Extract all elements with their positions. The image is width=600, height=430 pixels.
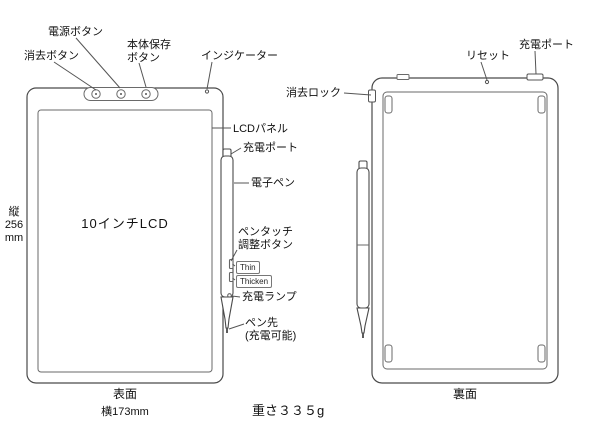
label-save-button: 本体保存 ボタン bbox=[127, 39, 171, 65]
label-indicator: インジケーター bbox=[201, 50, 278, 62]
back-stylus-body bbox=[356, 167, 370, 309]
front-tablet bbox=[26, 87, 224, 384]
stylus-taper bbox=[220, 296, 234, 329]
erase-button-dot bbox=[120, 93, 122, 95]
label-power-button: 電源ボタン bbox=[48, 26, 103, 38]
label-charge-port-back: 充電ポート bbox=[519, 39, 574, 51]
save-button-dot bbox=[145, 93, 147, 95]
erase-lock-switch bbox=[368, 89, 376, 103]
label-pen-adjust-line1: ペンタッチ bbox=[238, 226, 293, 238]
label-weight: 重さ３３５g bbox=[252, 403, 325, 418]
power-button-dot bbox=[95, 93, 97, 95]
label-pen-adjust-line2: 調整ボタン bbox=[238, 239, 293, 251]
leader-charge-lamp bbox=[231, 295, 241, 298]
label-charge-port-front: 充電ポート bbox=[243, 142, 298, 154]
label-lcd-panel: LCDパネル bbox=[233, 123, 289, 135]
label-save-button-line1: 本体保存 bbox=[127, 39, 171, 51]
caption-back-view: 裏面 bbox=[452, 387, 477, 401]
caption-front-view: 表面 bbox=[112, 387, 137, 401]
back-foot-top-left bbox=[384, 95, 393, 114]
leader-pen-tip bbox=[228, 323, 245, 330]
back-foot-top-right bbox=[537, 95, 546, 114]
back-tablet bbox=[368, 73, 559, 384]
leader-lines bbox=[53, 37, 537, 330]
front-stylus bbox=[220, 148, 234, 333]
back-top-detail bbox=[396, 74, 410, 80]
leader-reset bbox=[480, 61, 488, 81]
label-height-line1: 縦 bbox=[8, 206, 20, 218]
label-pen-tip-line1: ペン先 bbox=[245, 317, 278, 329]
leader-erase-lock bbox=[343, 92, 372, 96]
label-width-dimension: 横173mm bbox=[101, 406, 149, 418]
label-charge-lamp: 充電ランプ bbox=[242, 291, 297, 303]
leader-charge-port-back bbox=[534, 50, 537, 75]
stylus-thicken-button bbox=[228, 271, 234, 283]
label-stylus: 電子ペン bbox=[251, 177, 295, 189]
leader-save-button bbox=[138, 62, 147, 88]
label-screen-size: 10インチLCD bbox=[81, 216, 169, 231]
label-pen-tip: ペン先 (充電可能) bbox=[245, 317, 296, 343]
tag-thin: Thin bbox=[236, 261, 260, 274]
back-stylus-taper bbox=[356, 307, 370, 334]
leader-power-button bbox=[75, 37, 121, 89]
back-stylus bbox=[356, 160, 370, 338]
leader-pen-adjust bbox=[230, 249, 238, 262]
leader-thicken bbox=[232, 277, 236, 281]
label-height-dimension: 縦 256 mm bbox=[1, 206, 27, 245]
leader-indicator bbox=[206, 61, 213, 90]
label-height-line3: mm bbox=[4, 232, 24, 244]
back-foot-bottom-left bbox=[384, 344, 393, 363]
back-foot-bottom-right bbox=[537, 344, 546, 363]
leader-erase-button bbox=[53, 61, 97, 91]
label-pen-adjust: ペンタッチ 調整ボタン bbox=[238, 226, 293, 252]
reset-hole bbox=[484, 79, 490, 85]
label-save-button-line2: ボタン bbox=[127, 52, 160, 64]
label-height-line2: 256 bbox=[4, 219, 24, 231]
label-pen-tip-line2: (充電可能) bbox=[245, 330, 297, 342]
label-erase-button: 消去ボタン bbox=[24, 50, 79, 62]
label-erase-lock: 消去ロック bbox=[286, 87, 341, 99]
label-reset: リセット bbox=[466, 50, 510, 62]
leader-charge-port-front bbox=[230, 147, 242, 155]
indicator-led bbox=[204, 89, 210, 94]
front-lcd-screen bbox=[37, 109, 213, 373]
tag-thicken: Thicken bbox=[236, 275, 273, 288]
leader-thin bbox=[232, 263, 236, 267]
back-charge-port bbox=[526, 73, 544, 81]
back-tablet-panel bbox=[382, 91, 548, 370]
